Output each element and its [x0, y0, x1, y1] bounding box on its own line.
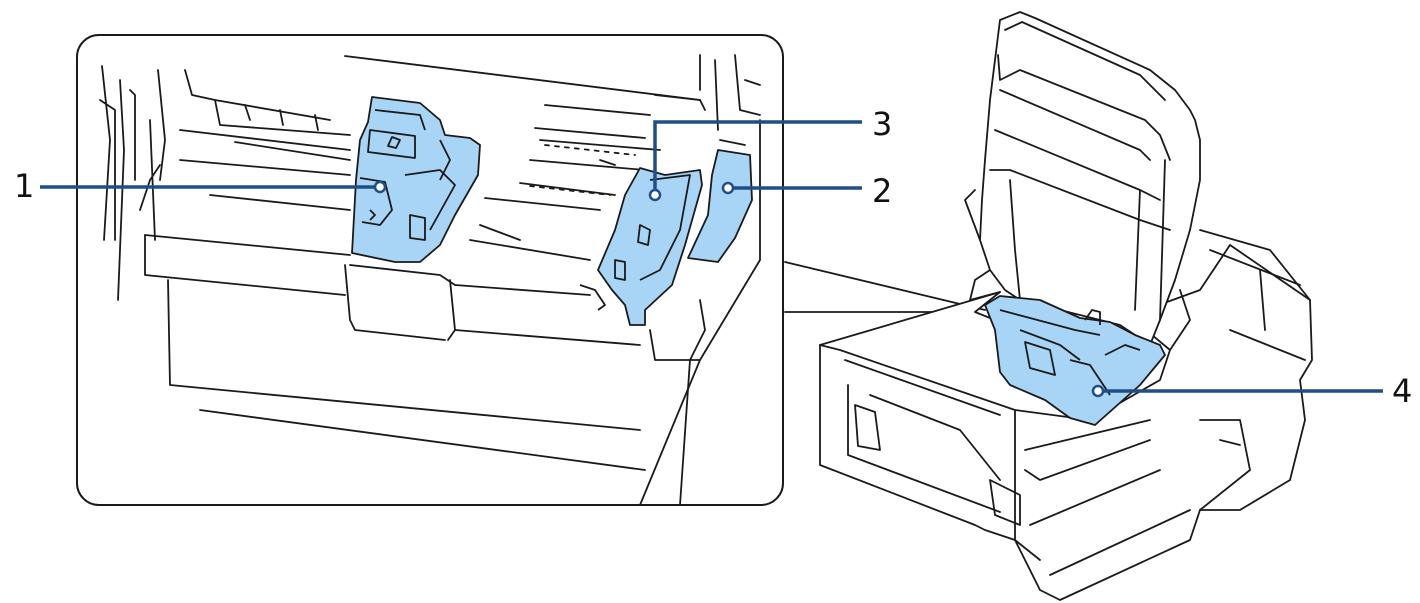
inset-view	[76, 34, 784, 506]
part-3-shape	[579, 167, 703, 326]
leader-dot-4	[1091, 384, 1105, 398]
callout-label-1: 1	[14, 167, 35, 205]
part-2-shape	[687, 149, 753, 263]
leader-lines	[40, 120, 1383, 393]
part-1-shape	[351, 96, 481, 263]
callout-label-2: 2	[872, 172, 893, 210]
leader-dot-1	[373, 180, 387, 194]
leader-dots	[373, 180, 1105, 398]
leader-line-3	[653, 120, 862, 195]
callout-label-3: 3	[872, 105, 893, 143]
leader-dot-2	[721, 181, 735, 195]
callout-label-4: 4	[1392, 372, 1413, 410]
leader-dot-3	[648, 188, 662, 202]
printer-full-view	[784, 11, 1313, 601]
